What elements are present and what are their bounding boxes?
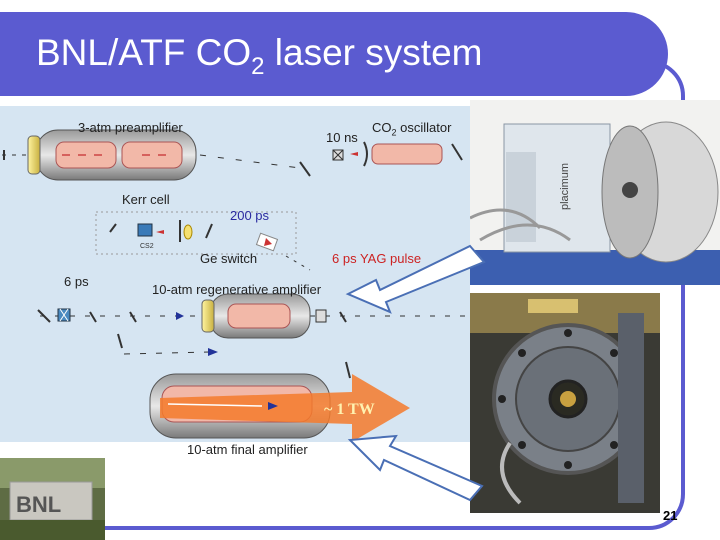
label-regen-amp: 10-atm regenerative amplifier <box>152 282 322 297</box>
svg-text:CS2: CS2 <box>140 243 154 250</box>
slide-title: BNL/ATF CO2 laser system <box>36 32 483 80</box>
regen-amp-tube <box>201 293 311 339</box>
label-6ps: 6 ps <box>64 274 89 289</box>
svg-text:BNL: BNL <box>16 492 61 517</box>
preamplifier-tube <box>27 129 197 181</box>
switch-box-icon <box>332 149 344 161</box>
title-bar <box>0 12 668 96</box>
oscillator-tube <box>363 141 463 167</box>
laser-diagram-graphics: CS2 <box>2 129 470 442</box>
label-yag-pulse: 6 ps YAG pulse <box>332 251 422 266</box>
page-number: 21 <box>663 508 678 523</box>
ge-switch-plate <box>255 232 279 252</box>
output-arrow: ~ 1 TW <box>160 374 410 442</box>
label-oscillator: CO2 oscillator <box>372 120 452 138</box>
label-ge-switch: Ge switch <box>200 251 258 266</box>
svg-text:placimum: placimum <box>559 163 571 210</box>
amplifier-photo <box>470 293 660 513</box>
laser-diagram: CS2 <box>0 106 470 442</box>
label-preamplifier: 3-atm preamplifier <box>78 120 183 135</box>
label-10ns: 10 ns <box>326 130 358 145</box>
label-kerr-cell: Kerr cell <box>122 192 170 207</box>
label-final-amp: 10-atm final amplifier <box>187 442 308 457</box>
svg-text:~ 1 TW: ~ 1 TW <box>324 401 375 418</box>
oscillator-photo: placimum <box>470 100 720 285</box>
bnl-sign-photo: BNL <box>0 458 105 540</box>
label-200ps: 200 ps <box>230 208 270 223</box>
